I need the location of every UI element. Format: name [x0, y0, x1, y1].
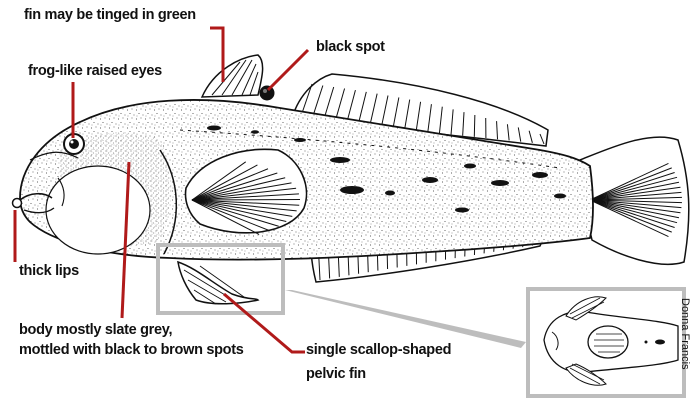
- pelvic-fin: [178, 262, 258, 304]
- pelvic-label-line1: single scallop-shaped: [306, 342, 451, 359]
- body-label-line2: mottled with black to brown spots: [19, 342, 244, 359]
- illustrator-credit: Donna Francis: [679, 298, 691, 370]
- inset-connector: [285, 290, 526, 348]
- fin-tint-label: fin may be tinged in green: [24, 7, 196, 24]
- eyes-label: frog-like raised eyes: [28, 63, 162, 80]
- lips-label: thick lips: [19, 263, 79, 280]
- body-label-line1: body mostly slate grey,: [19, 322, 172, 339]
- first-dorsal-fin: [202, 55, 263, 97]
- ventral-view-inset: [528, 289, 684, 396]
- leader-black-spot: [268, 50, 308, 90]
- caudal-fin: [580, 137, 689, 264]
- pelvic-label-line2: pelvic fin: [306, 366, 366, 383]
- black-spot-label: black spot: [316, 39, 385, 56]
